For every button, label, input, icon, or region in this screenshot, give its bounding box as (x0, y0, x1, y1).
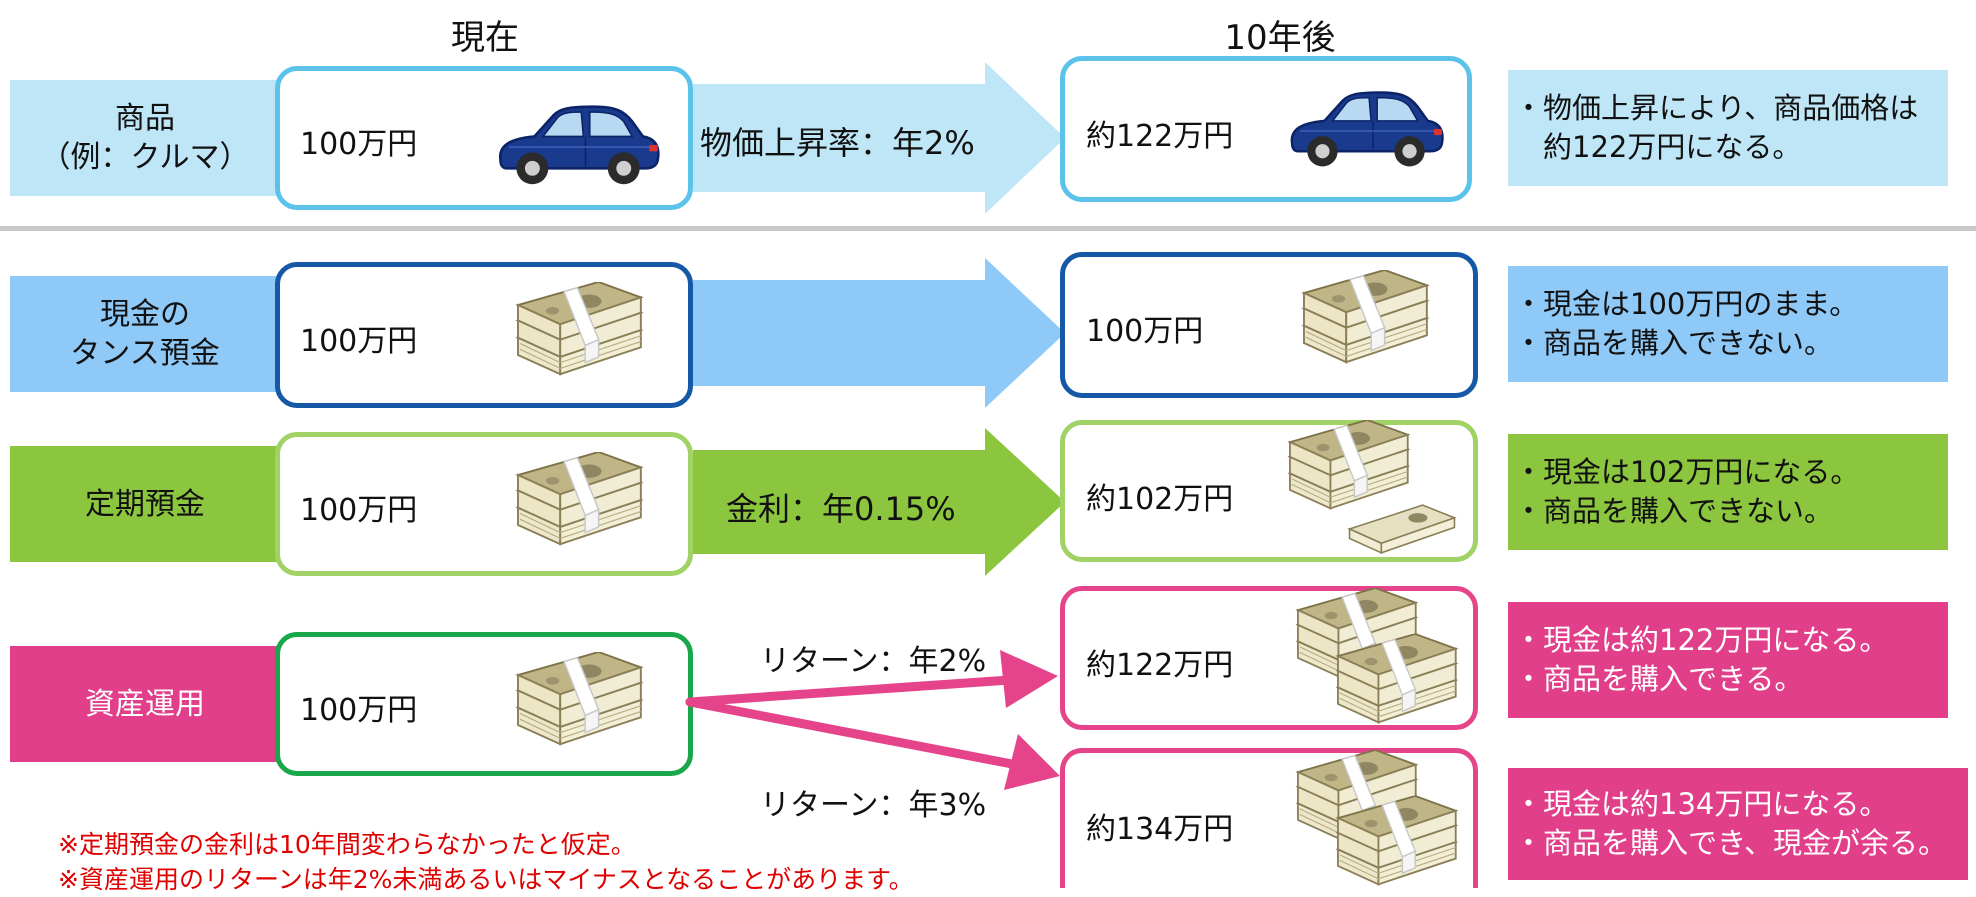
invest-note-a-line1: ・現金は約122万円になる。 (1514, 621, 1940, 660)
invest-note-a: ・現金は約122万円になる。 ・商品を購入できる。 (1508, 602, 1948, 718)
invest-note-b: ・現金は約134万円になる。 ・商品を購入でき、現金が余る。 (1508, 768, 1968, 880)
invest-note-b-line2: ・商品を購入でき、現金が余る。 (1514, 824, 1960, 863)
money-stack-icon (1330, 634, 1460, 726)
invest-return-b-label: リターン：年3% (760, 780, 986, 824)
invest-note-b-line1: ・現金は約134万円になる。 (1514, 785, 1960, 824)
invest-after-b-amount: 約134万円 (1086, 804, 1233, 848)
money-stack-icon (1330, 796, 1460, 888)
footnote-2: ※資産運用のリターンは年2%未満あるいはマイナスとなることがあります。 (58, 863, 914, 897)
invest-return-a-label: リターン：年2% (760, 636, 986, 680)
footnotes: ※定期預金の金利は10年間変わらなかったと仮定。 ※資産運用のリターンは年2%未… (58, 828, 914, 897)
invest-after-a-amount: 約122万円 (1086, 640, 1233, 684)
footnote-1: ※定期預金の金利は10年間変わらなかったと仮定。 (58, 828, 914, 863)
invest-note-a-line2: ・商品を購入できる。 (1514, 660, 1940, 699)
